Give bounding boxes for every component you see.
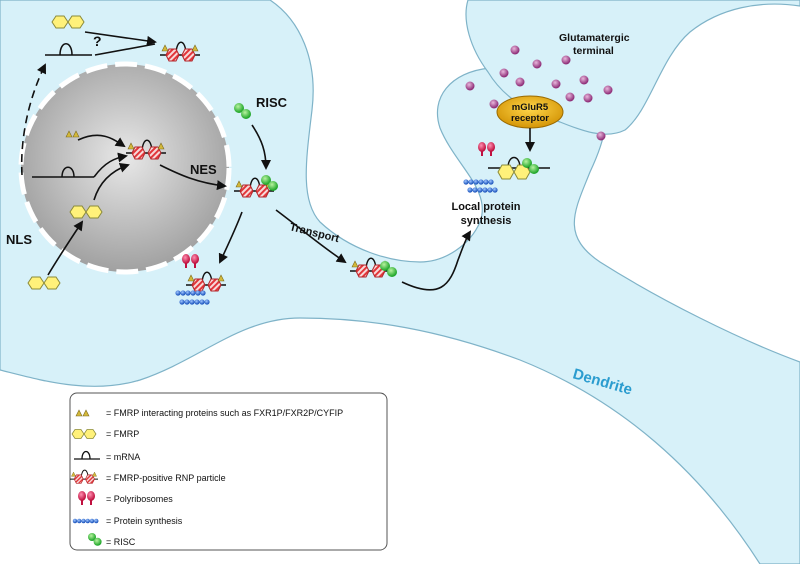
mrna-export-arrow (20, 63, 47, 176)
receptor-label-1: mGluR5 (512, 102, 549, 113)
legend-rnp: = FMRP-positive RNP particle (106, 473, 226, 483)
risc-binding-arrow (251, 124, 271, 170)
legend-risc: = RISC (106, 537, 136, 547)
nls-import-arrow (47, 220, 84, 276)
glutamatergic-label-2: terminal (573, 45, 614, 57)
assembly-arrow-3 (93, 162, 130, 201)
spine-delivery-arrow (401, 230, 472, 291)
soma-translation-arrow (218, 211, 243, 264)
glutamate-vesicles (465, 45, 613, 141)
legend: = FMRP interacting proteins such as FXR1… (69, 392, 388, 551)
mrna-exported (45, 43, 92, 56)
assembly-arrow-2 (93, 152, 128, 178)
mrna-to-rnp-line (94, 43, 156, 56)
legend-polyribosomes: = Polyribosomes (106, 494, 173, 504)
local-synthesis-label-2: synthesis (461, 215, 512, 227)
legend-fmrp: = FMRP (106, 429, 139, 439)
mrna-nucleus (32, 166, 94, 178)
assembly-arrow-1 (77, 134, 126, 148)
legend-interacting-proteins: = FMRP interacting proteins such as FXR1… (106, 408, 343, 418)
risc-label: RISC (256, 95, 288, 110)
transport-arrow (275, 209, 347, 264)
local-synthesis-label-1: Local protein (451, 201, 520, 213)
mglur5-receptor: mGluR5 receptor (496, 95, 564, 129)
question-mark: ? (93, 33, 102, 49)
nes-label: NES (190, 162, 217, 177)
spine-complex (488, 156, 550, 180)
mrna-icon (74, 450, 100, 460)
legend-protein-synthesis: = Protein synthesis (106, 516, 183, 526)
nls-label: NLS (6, 232, 32, 247)
fmrp-to-rnp-arrow (84, 31, 157, 46)
legend-mrna: = mRNA (106, 452, 140, 462)
receptor-label-2: receptor (511, 113, 549, 124)
nes-export-arrow (159, 164, 227, 191)
glutamatergic-label-1: Glutamatergic (559, 32, 630, 44)
